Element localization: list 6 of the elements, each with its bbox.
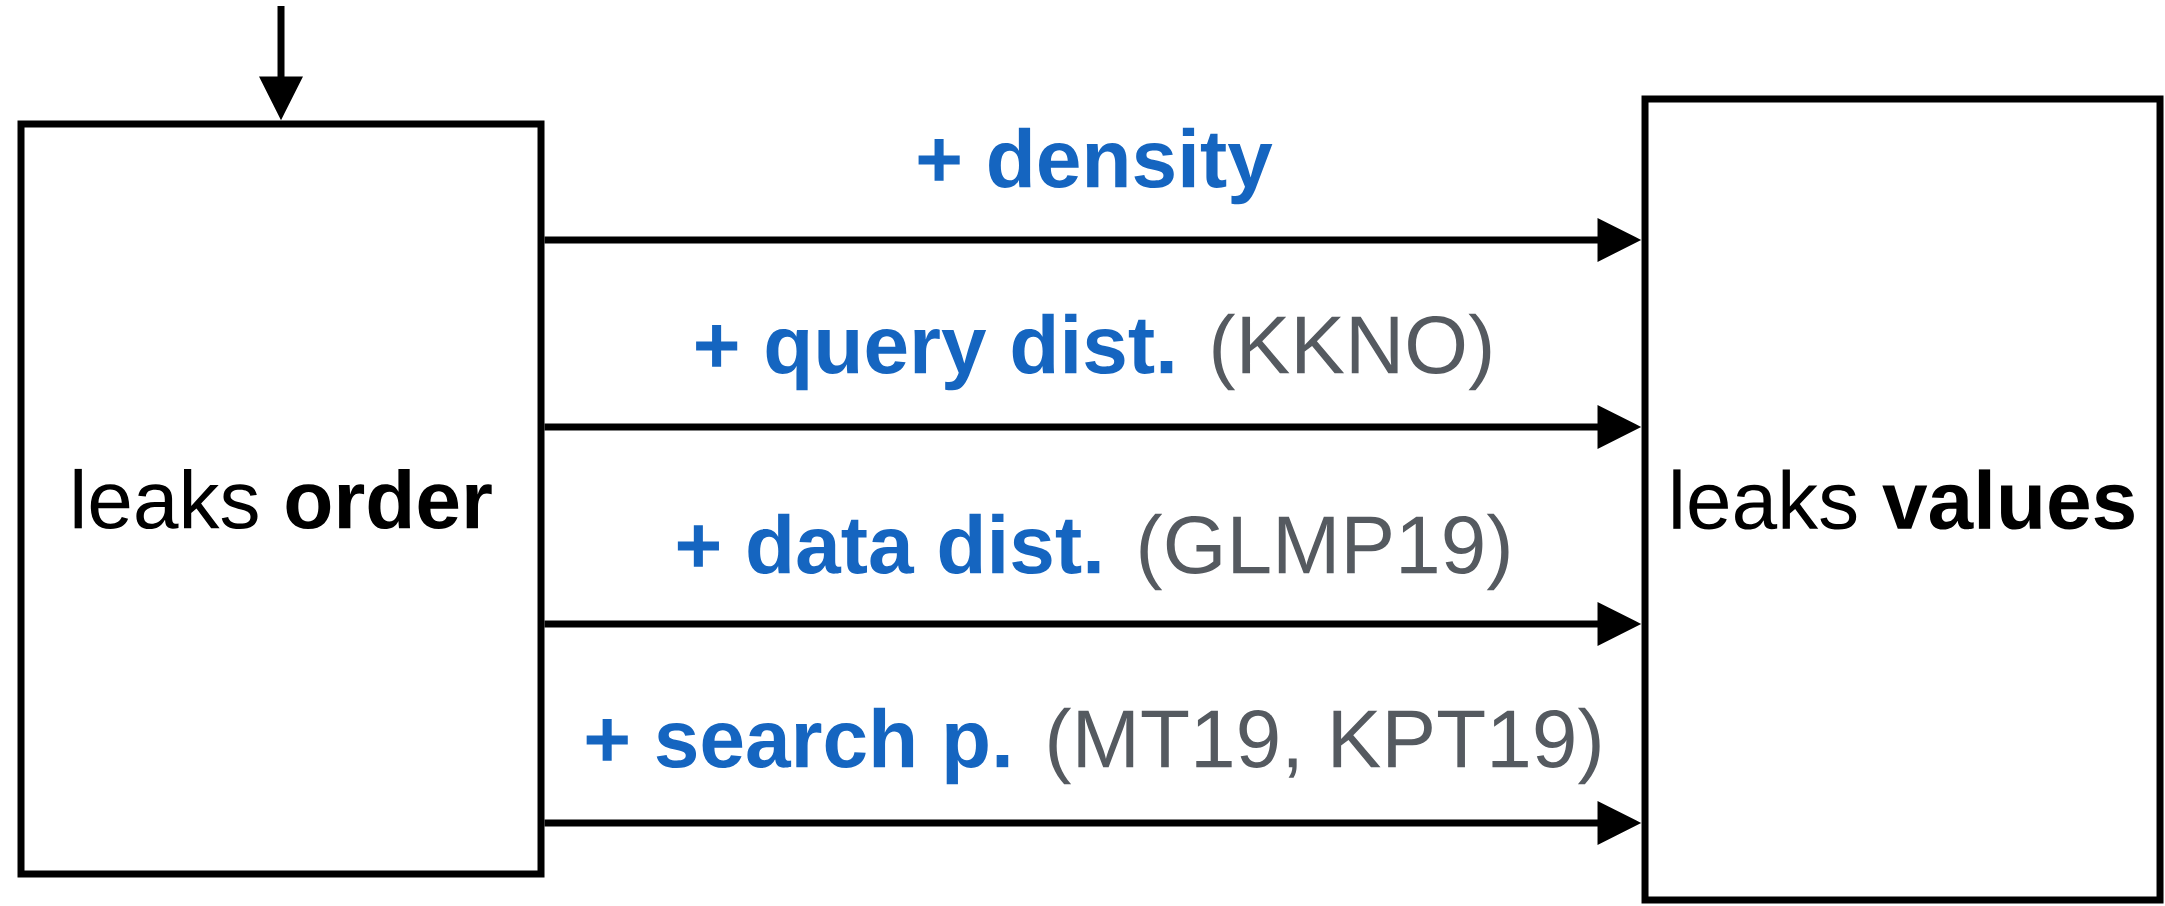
edge-label: + query dist. (KKNO) [696, 313, 1491, 391]
edge-label: + search p. (MT19, KPT19) [586, 707, 1600, 785]
edge-label: + density [918, 127, 1273, 205]
edge-label: + data dist. (GLMP19) [677, 513, 1509, 591]
text-box: leaks order [17, 120, 545, 878]
text-box: leaks values [1641, 95, 2164, 904]
